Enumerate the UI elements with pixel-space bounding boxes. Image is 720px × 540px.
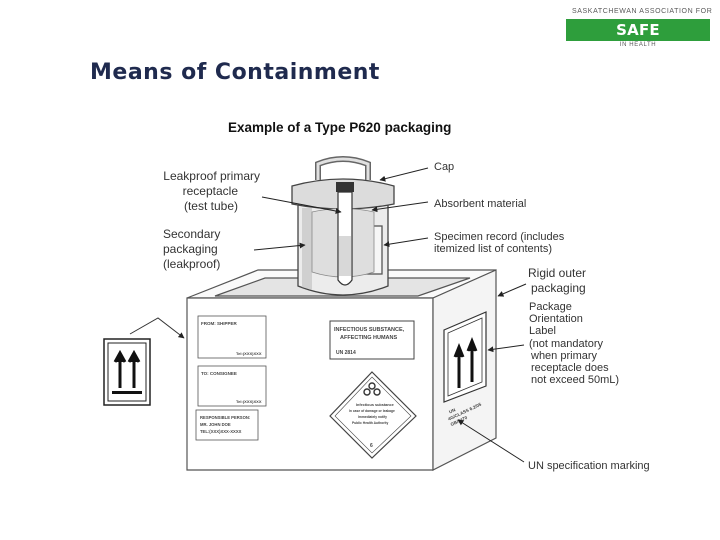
- to-label-box: TO: CONSIGNEE Tel:(XXX)XXX: [197, 365, 267, 407]
- orientation-line-6: receptacle does: [531, 362, 609, 374]
- orientation-line-3: Label: [529, 325, 556, 337]
- specimen-line-2: itemized list of contents): [434, 243, 552, 255]
- biohazard-diamond-label: Infectious substance In case of damage o…: [329, 371, 417, 459]
- figure-caption: Example of a Type P620 packaging: [228, 120, 451, 135]
- orientation-label-text: Package Orientation Label (not mandatory…: [529, 301, 619, 386]
- to-label-text: TO: CONSIGNEE: [201, 371, 237, 376]
- responsible-line-1: RESPONSIBLE PERSON:: [200, 415, 250, 420]
- biohazard-icon: [363, 382, 381, 396]
- infectious-substance-label: INFECTIOUS SUBSTANCE, AFFECTING HUMANS U…: [329, 320, 415, 360]
- test-tube: [336, 182, 354, 286]
- orientation-line-2: Orientation: [529, 313, 583, 325]
- cap-label: Cap: [434, 161, 454, 173]
- orientation-line-4: (not mandatory: [529, 338, 603, 350]
- diamond-line-1: Infectious substance: [356, 403, 394, 407]
- responsible-line-2: MR. JOHN DOE: [200, 422, 231, 427]
- secondary-line-1: Secondary: [163, 227, 220, 241]
- to-tel-text: Tel:(XXX)XXX: [236, 399, 262, 404]
- from-label-text: FROM: SHIPPER: [201, 321, 238, 326]
- responsible-line-3: TEL:(XXX)XXX-XXXX: [200, 429, 242, 434]
- orientation-line-1: Package: [529, 301, 572, 313]
- specimen-line-1: Specimen record (includes: [434, 231, 565, 243]
- logo-top-text: SASKATCHEWAN ASSOCIATION FOR: [572, 8, 713, 15]
- diamond-line-3: Immediately notify: [358, 415, 387, 419]
- callout-arrows: [253, 167, 527, 463]
- logo-main-text: SAFE WORKPLACES: [566, 19, 710, 61]
- from-tel-text: Tel:(XXX)XXX: [236, 351, 262, 356]
- un-spec-line-1: UN: [448, 407, 456, 414]
- left-label-arrow: [129, 317, 185, 339]
- primary-line-1: Leakproof primary: [163, 169, 260, 183]
- page-title: Means of Containment: [90, 60, 380, 85]
- primary-line-3: (test tube): [184, 199, 238, 213]
- primary-receptacle-label: Leakproof primary receptacle (test tube): [163, 169, 260, 213]
- logo-bottom-text: IN HEALTH: [619, 42, 657, 48]
- infectious-line-1: INFECTIOUS SUBSTANCE,: [334, 327, 405, 333]
- primary-line-2: receptacle: [183, 184, 239, 198]
- secondary-line-3: (leakproof): [163, 257, 220, 271]
- orientation-label-left: [103, 338, 151, 406]
- orientation-label-box: [443, 311, 487, 403]
- un-number-text: UN 2814: [336, 350, 356, 356]
- infectious-line-2: AFFECTING HUMANS: [340, 335, 397, 341]
- absorbent-material-label: Absorbent material: [434, 198, 526, 210]
- orientation-line-5: when primary: [530, 350, 598, 362]
- secondary-line-2: packaging: [163, 242, 218, 256]
- diamond-line-2: In case of damage or leakage: [349, 409, 395, 413]
- secondary-packaging-label: Secondary packaging (leakproof): [163, 227, 220, 271]
- outer-line-1: Rigid outer: [528, 266, 586, 280]
- from-label-box: FROM: SHIPPER Tel:(XXX)XXX: [197, 315, 267, 359]
- outer-line-2: packaging: [531, 281, 586, 295]
- responsible-person-box: RESPONSIBLE PERSON: MR. JOHN DOE TEL:(XX…: [195, 409, 259, 441]
- orientation-line-7: not exceed 50mL): [531, 374, 619, 386]
- un-spec-marking-label: UN specification marking: [528, 460, 650, 472]
- diamond-line-4: Public Health Authority: [352, 421, 388, 425]
- organization-logo: SASKATCHEWAN ASSOCIATION FOR SAFE WORKPL…: [566, 8, 713, 61]
- diamond-class-number: 6: [370, 443, 373, 449]
- specimen-record-label: Specimen record (includes itemized list …: [434, 231, 565, 255]
- outer-packaging-label: Rigid outer packaging: [528, 266, 586, 295]
